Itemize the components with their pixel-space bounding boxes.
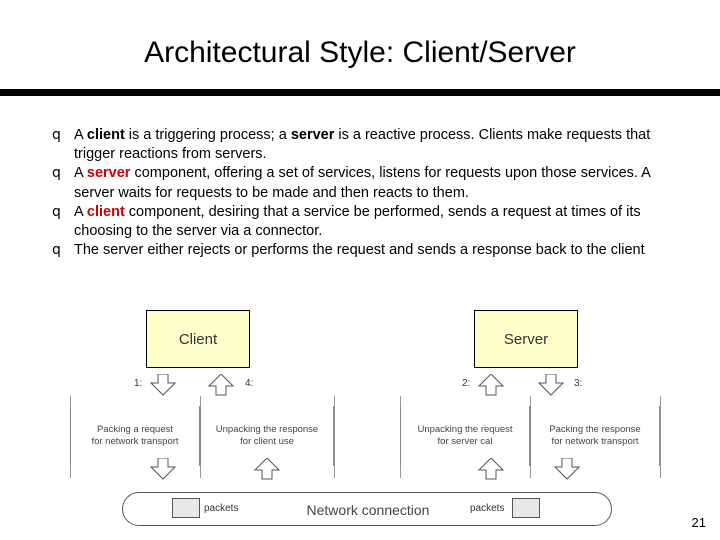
list-item: q A client is a triggering process; a se…	[52, 126, 692, 164]
client-server-diagram: Client Server 1: 4: 2: 3: Packing a requ…	[62, 300, 662, 530]
list-item: q A server component, offering a set of …	[52, 164, 692, 202]
arrow-down-icon-1	[150, 374, 176, 396]
note-line: for server cal	[437, 436, 493, 447]
step-label-1: 1:	[134, 378, 143, 389]
note-unpacking-request: Unpacking the request for server cal	[400, 406, 530, 466]
client-box: Client	[146, 310, 250, 368]
arrow-down-icon-3	[538, 374, 564, 396]
page-title: Architectural Style: Client/Server	[144, 36, 576, 69]
bullet-marker-icon: q	[52, 203, 61, 220]
title-divider	[0, 89, 720, 96]
arrow-up-icon-2	[478, 374, 504, 396]
network-connection-label: Network connection	[306, 502, 430, 518]
packet-box-right	[512, 498, 540, 518]
packet-label-right: packets	[470, 503, 505, 514]
bullet-text: A client component, desiring that a serv…	[74, 203, 641, 240]
arrow-up-icon-4	[208, 374, 234, 396]
note-packing-response: Packing the response for network transpo…	[530, 406, 660, 466]
note-unpacking-response: Unpacking the response for client use	[200, 406, 334, 466]
bullet-marker-icon: q	[52, 127, 61, 143]
note-divider	[660, 396, 661, 478]
bullet-marker-icon: q	[52, 165, 61, 182]
bullet-text: A client is a triggering process; a serv…	[74, 127, 651, 163]
step-label-3: 3:	[574, 378, 583, 389]
note-line: Packing a request	[96, 424, 174, 435]
list-item: q The server either rejects or performs …	[52, 241, 692, 260]
note-line: for client use	[240, 436, 294, 447]
note-line: Unpacking the request	[417, 424, 513, 435]
note-line: Packing the response	[549, 424, 641, 435]
step-label-2: 2:	[462, 378, 471, 389]
packet-label-left: packets	[204, 503, 239, 514]
note-line: for network transport	[551, 436, 639, 447]
bullet-list: q A client is a triggering process; a se…	[52, 126, 692, 260]
note-line: for network transport	[91, 436, 179, 447]
bullet-text: A server component, offering a set of se…	[74, 165, 651, 201]
arrow-up-icon-6	[254, 458, 280, 480]
arrow-up-icon-7	[478, 458, 504, 480]
bullet-text: The server either rejects or performs th…	[74, 242, 645, 259]
note-divider	[334, 396, 335, 478]
arrow-down-icon-8	[554, 458, 580, 480]
note-packing-request: Packing a request for network transport	[70, 406, 200, 466]
arrow-down-icon-5	[150, 458, 176, 480]
packet-box-left	[172, 498, 200, 518]
note-line: Unpacking the response	[215, 424, 319, 435]
bullet-marker-icon: q	[52, 242, 61, 259]
server-box: Server	[474, 310, 578, 368]
slide-number: 21	[691, 515, 706, 530]
step-label-4: 4:	[245, 378, 254, 389]
list-item: q A client component, desiring that a se…	[52, 203, 692, 241]
